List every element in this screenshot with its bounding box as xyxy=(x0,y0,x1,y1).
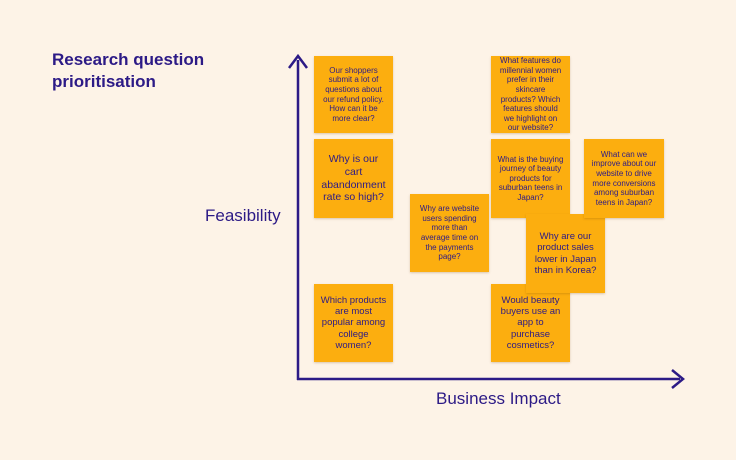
page-title: Research question prioritisation xyxy=(52,50,205,91)
sticky-note-buying-journey[interactable]: What is the buying journey of beauty pro… xyxy=(491,139,570,218)
note-text: Which products are most popular among co… xyxy=(320,294,387,352)
note-text: Why are website users spending more than… xyxy=(419,204,480,262)
note-text: What can we improve about our website to… xyxy=(591,149,657,207)
note-text: Why is our cart abandonment rate so high… xyxy=(321,153,386,204)
note-text: Why are our product sales lower in Japan… xyxy=(534,230,597,276)
y-axis-label: Feasibility xyxy=(205,206,281,225)
sticky-note-refund-policy[interactable]: Our shoppers submit a lot of questions a… xyxy=(314,56,393,133)
x-axis-arrow xyxy=(671,369,685,389)
note-text: Our shoppers submit a lot of questions a… xyxy=(323,65,384,123)
sticky-note-beauty-app[interactable]: Would beauty buyers use an app to purcha… xyxy=(491,284,570,362)
note-text: Would beauty buyers use an app to purcha… xyxy=(500,294,561,352)
y-axis-arrow xyxy=(288,53,308,69)
x-axis-label: Business Impact xyxy=(436,389,561,408)
note-text: What features do millennial women prefer… xyxy=(499,56,562,133)
sticky-note-conversions[interactable]: What can we improve about our website to… xyxy=(584,139,664,218)
sticky-note-sales-japan-korea[interactable]: Why are our product sales lower in Japan… xyxy=(526,214,605,293)
note-text: What is the buying journey of beauty pro… xyxy=(497,154,564,202)
sticky-note-millennial-skincare[interactable]: What features do millennial women prefer… xyxy=(491,56,570,133)
sticky-note-college-products[interactable]: Which products are most popular among co… xyxy=(314,284,393,362)
sticky-note-time-on-payments[interactable]: Why are website users spending more than… xyxy=(410,194,489,272)
sticky-note-cart-abandonment[interactable]: Why is our cart abandonment rate so high… xyxy=(314,139,393,218)
